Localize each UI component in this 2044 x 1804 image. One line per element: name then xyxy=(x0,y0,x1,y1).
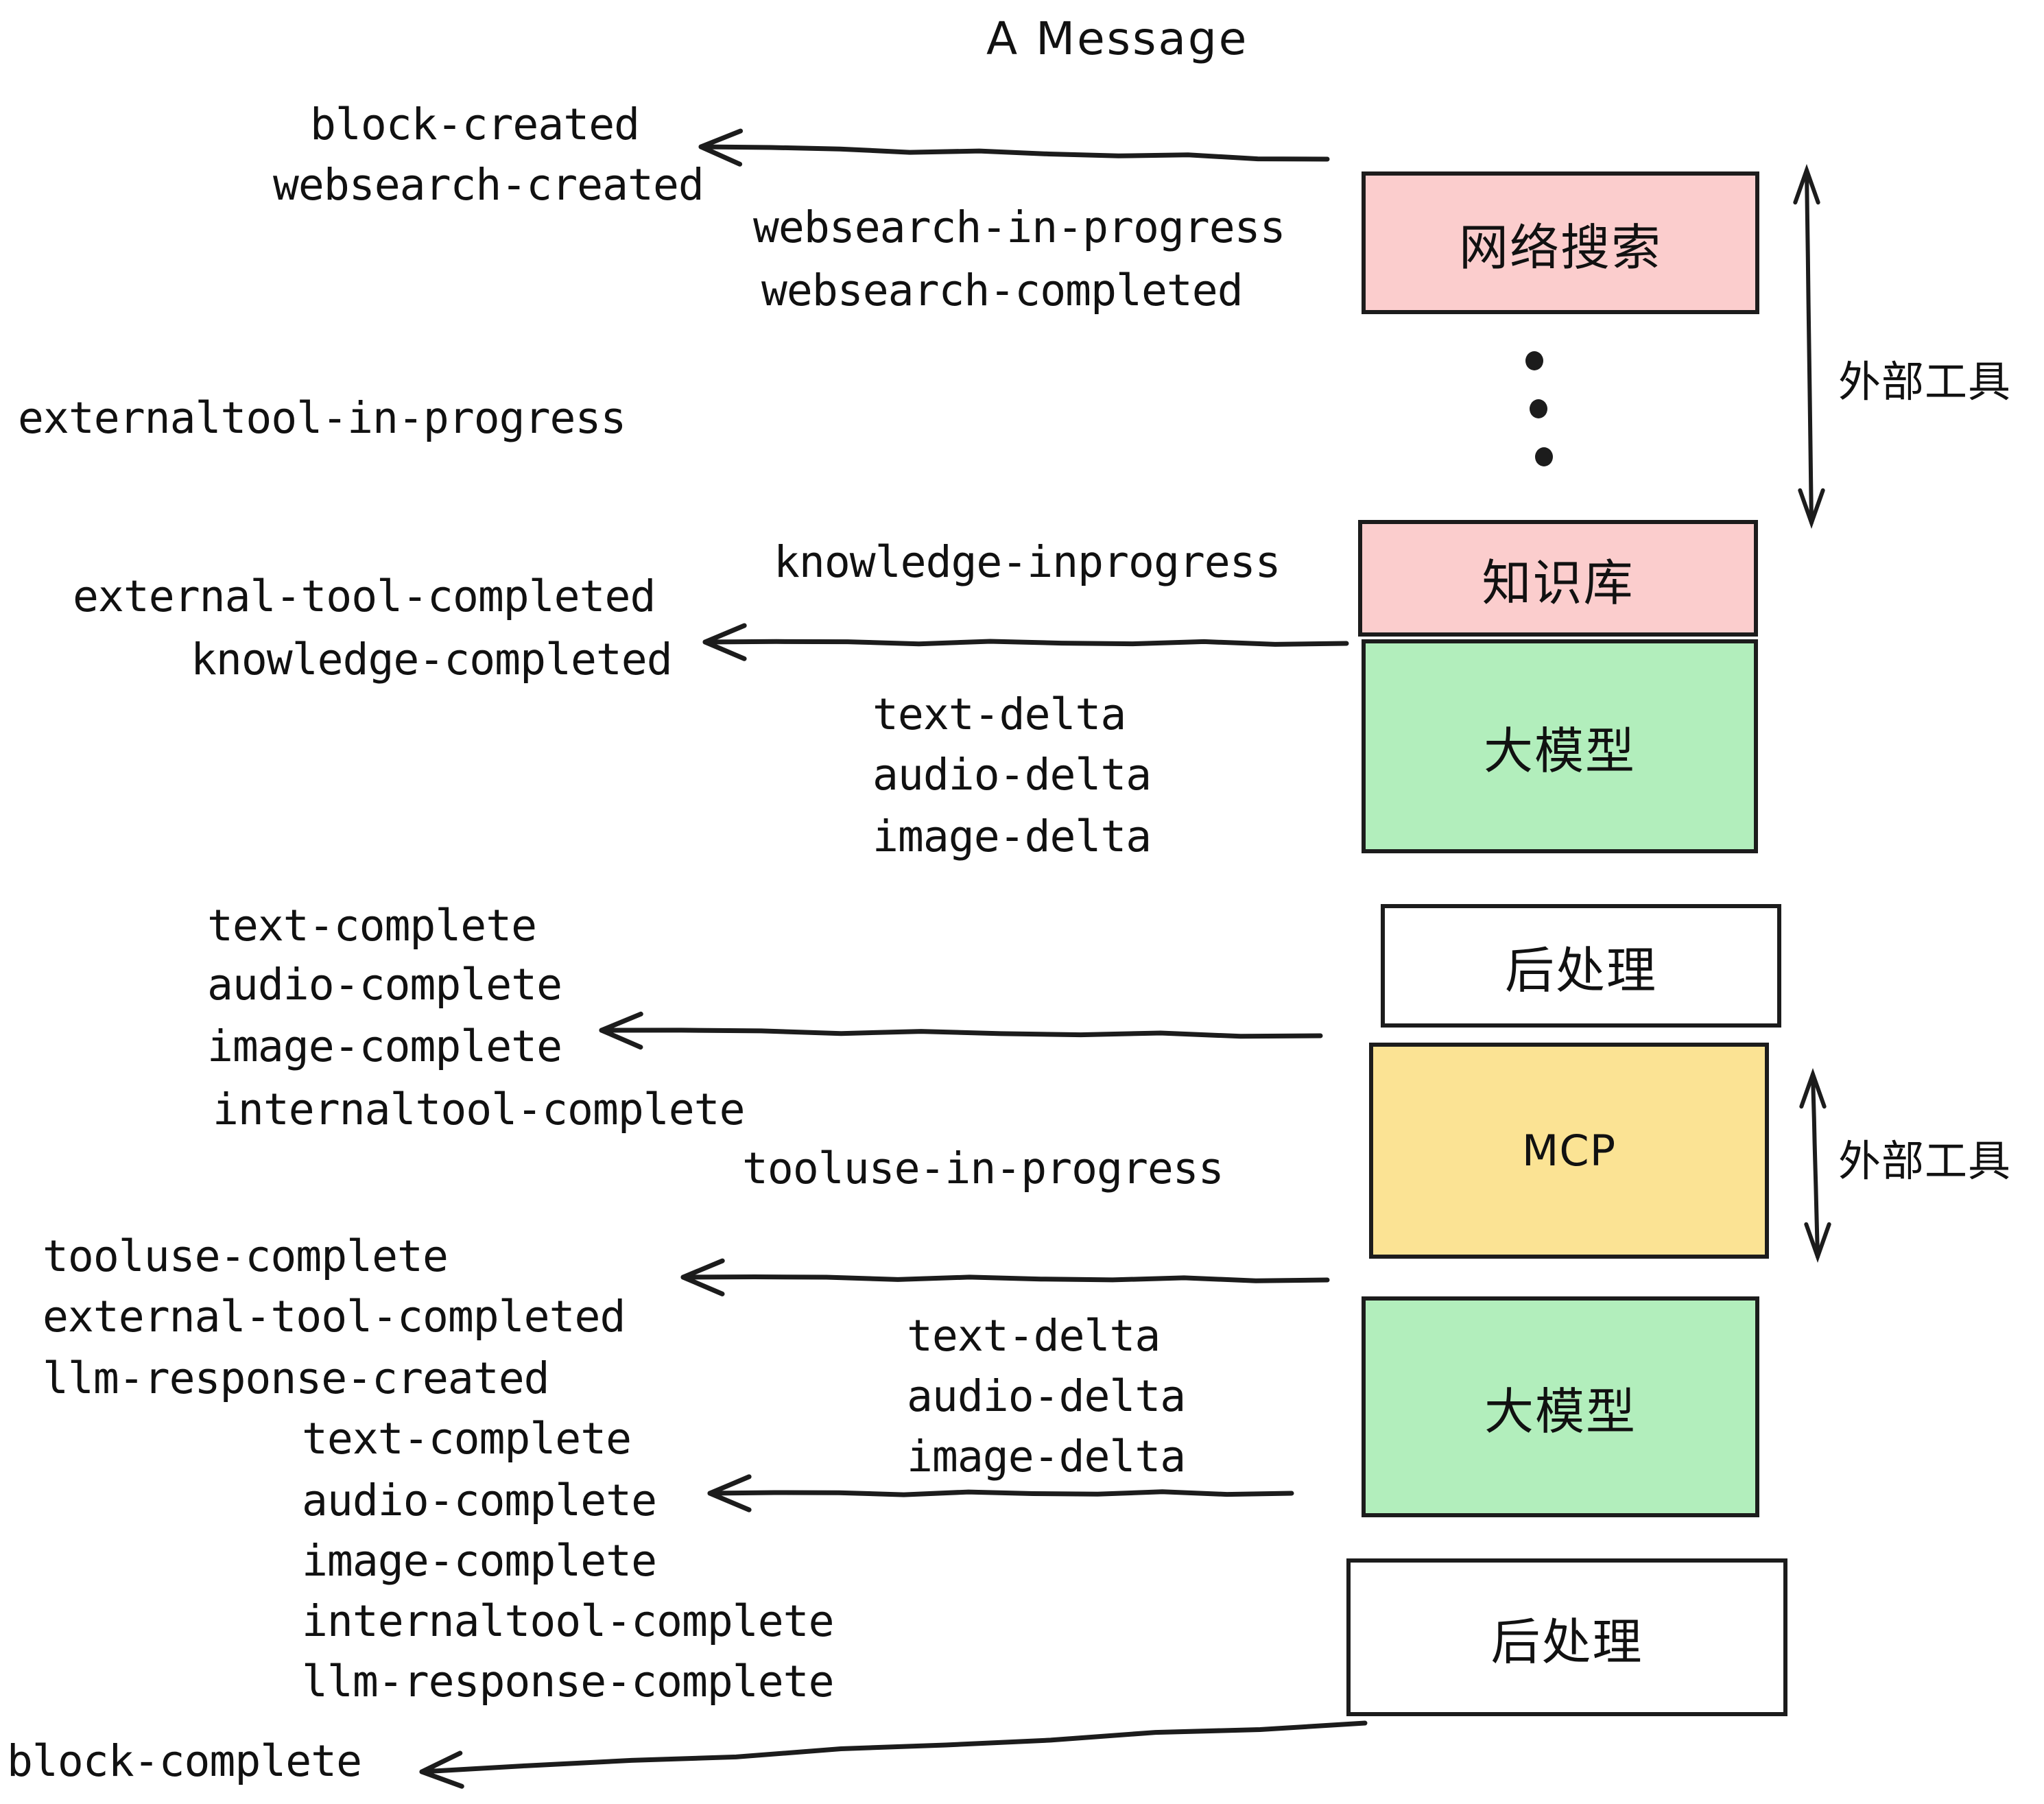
event-label: tooluse-complete xyxy=(43,1231,449,1281)
arrowhead-icon xyxy=(680,1258,725,1296)
event-label: audio-complete xyxy=(207,960,562,1010)
arrowhead-down-icon xyxy=(1804,1222,1831,1263)
event-label: websearch-in-progress xyxy=(753,202,1286,252)
event-label: image-delta xyxy=(872,811,1152,862)
llm-to-audio-complete xyxy=(707,1474,1294,1512)
event-label: text-delta xyxy=(907,1311,1161,1361)
websearch-to-block-created xyxy=(698,128,1330,167)
arrowhead-up-icon xyxy=(1793,164,1820,205)
node-box xyxy=(1381,904,1781,1028)
node-box-label: 网络搜索 xyxy=(1458,218,1662,276)
page-title: A Message xyxy=(986,12,1249,65)
arrowhead-up-icon xyxy=(1799,1068,1827,1109)
node-box xyxy=(1362,1296,1759,1517)
node-box xyxy=(1346,1558,1787,1716)
external-tool-range-label: 外部工具 xyxy=(1838,357,2012,407)
arrowhead-icon xyxy=(698,128,744,167)
event-label: knowledge-inprogress xyxy=(774,537,1281,587)
external-tool-range-bottom xyxy=(1799,1068,1831,1263)
node-box-label: MCP xyxy=(1521,1126,1617,1176)
event-label: knowledge-completed xyxy=(191,634,673,685)
postprocess-to-image-complete xyxy=(599,1011,1323,1050)
node-box-label: 知识库 xyxy=(1482,554,1635,612)
event-label: audio-complete xyxy=(302,1475,657,1526)
external-tool-range-label: 外部工具 xyxy=(1838,1136,2012,1186)
ellipsis-dot-icon xyxy=(1530,399,1547,418)
arrowhead-icon xyxy=(599,1011,643,1050)
event-label: llm-response-created xyxy=(43,1353,550,1403)
event-label: external-tool-completed xyxy=(73,571,656,621)
knowledge-to-knowledge-completed xyxy=(702,623,1349,661)
event-label: websearch-created xyxy=(273,160,704,210)
event-label: text-complete xyxy=(207,901,537,951)
external-tool-range-top xyxy=(1793,164,1825,529)
ellipsis-dot-icon xyxy=(1525,351,1543,370)
node-box-label: 大模型 xyxy=(1483,722,1636,780)
event-label: websearch-completed xyxy=(761,265,1244,316)
event-label: tooluse-in-progress xyxy=(742,1143,1224,1194)
event-label: image-complete xyxy=(302,1536,657,1586)
node-box xyxy=(1358,520,1758,637)
arrowhead-icon xyxy=(419,1750,464,1789)
postprocess-to-block-complete xyxy=(419,1720,1368,1789)
event-label: audio-delta xyxy=(907,1371,1186,1421)
event-label: llm-response-complete xyxy=(302,1657,835,1707)
node-box xyxy=(1362,171,1759,314)
arrowhead-icon xyxy=(702,623,747,661)
ellipsis-dot-icon xyxy=(1535,447,1553,466)
node-box-label: 大模型 xyxy=(1484,1382,1637,1440)
arrowhead-icon xyxy=(707,1474,752,1512)
event-label: image-delta xyxy=(907,1432,1186,1482)
node-box xyxy=(1369,1043,1769,1259)
event-label: text-delta xyxy=(872,689,1126,739)
event-label: block-complete xyxy=(7,1736,362,1786)
node-box xyxy=(1362,639,1758,853)
node-box-label: 后处理 xyxy=(1490,1613,1643,1671)
event-label: block-created xyxy=(310,99,640,150)
event-label: externaltool-in-progress xyxy=(18,393,626,443)
event-label: internaltool-complete xyxy=(302,1596,835,1646)
event-label: text-complete xyxy=(302,1414,632,1464)
event-label: image-complete xyxy=(207,1021,562,1071)
arrowhead-down-icon xyxy=(1798,488,1825,529)
event-label: external-tool-completed xyxy=(43,1292,626,1342)
mcp-to-tooluse-complete xyxy=(680,1258,1330,1296)
event-label: audio-delta xyxy=(872,750,1152,800)
event-label: internaltool-complete xyxy=(213,1084,746,1135)
node-box-label: 后处理 xyxy=(1504,941,1657,999)
